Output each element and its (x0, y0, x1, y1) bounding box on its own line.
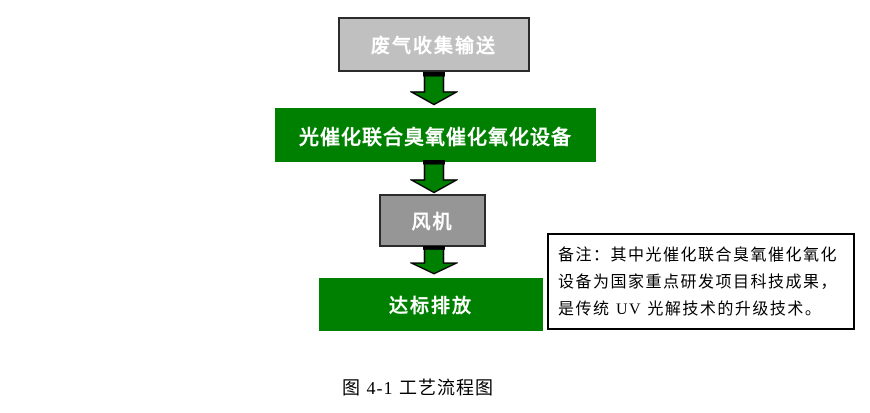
node-photocatalytic-ozone-equipment-label: 光催化联合臭氧催化氧化设备 (299, 126, 572, 149)
note-line-1: 备注：其中光催化联合臭氧催化氧化 (558, 247, 839, 264)
note-line-2: 设备为国家重点研发项目科技成果， (558, 274, 839, 291)
down-block-arrow-icon (410, 72, 458, 106)
node-standard-discharge: 达标排放 (319, 278, 543, 331)
note-box: 备注：其中光催化联合臭氧催化氧化 设备为国家重点研发项目科技成果， 是传统 UV… (547, 233, 855, 330)
node-fan-label: 风机 (411, 212, 454, 233)
down-block-arrow-icon (410, 160, 458, 194)
down-block-arrow-icon (410, 246, 458, 275)
node-fan: 风机 (379, 194, 486, 247)
figure-caption: 图 4-1 工艺流程图 (342, 378, 494, 398)
node-photocatalytic-ozone-equipment: 光催化联合臭氧催化氧化设备 (275, 108, 596, 162)
node-waste-gas-collection: 废气收集输送 (338, 17, 530, 72)
node-standard-discharge-label: 达标排放 (388, 296, 473, 317)
node-waste-gas-collection-label: 废气收集输送 (370, 36, 497, 57)
note-line-3: 是传统 UV 光解技术的升级技术。 (558, 301, 823, 318)
